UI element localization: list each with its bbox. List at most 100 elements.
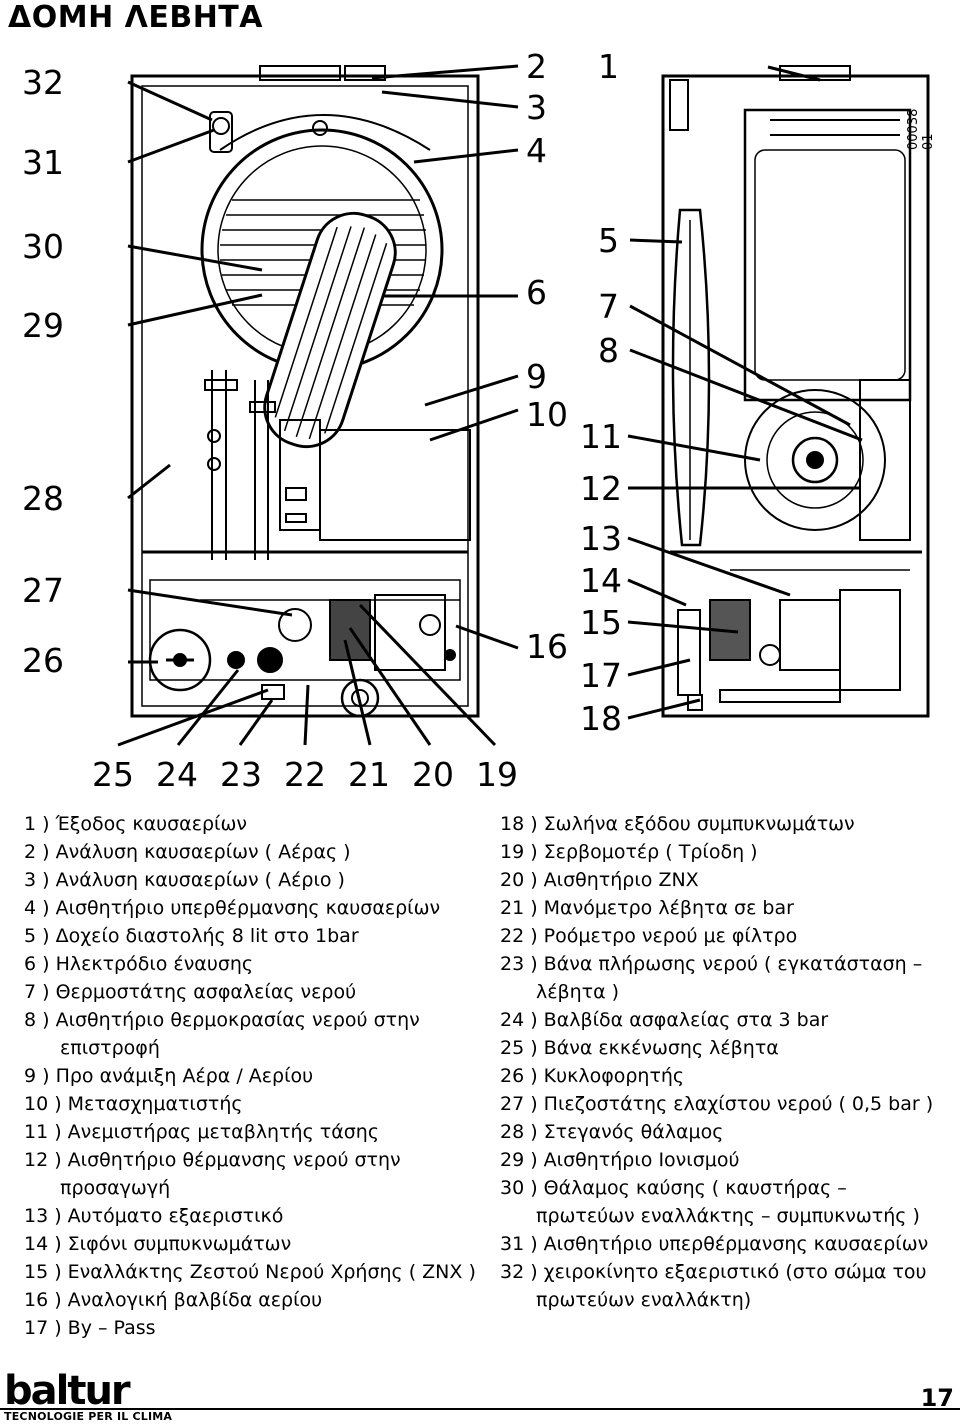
callout-4: 4 — [526, 131, 547, 170]
legend-item-text: 20 ) Αισθητήριο ΖΝΧ — [500, 869, 699, 891]
callout-23: 23 — [220, 755, 262, 794]
legend-item-text: 11 ) Ανεμιστήρας μεταβλητής τάσης — [24, 1121, 379, 1143]
callout-22: 22 — [284, 755, 326, 794]
legend-item-continuation: πρωτεύων εναλλάκτης – συμπυκνωτής ) — [536, 1205, 920, 1227]
callout-6: 6 — [526, 273, 547, 312]
legend-item-text: 10 ) Μετασχηματιστής — [24, 1093, 243, 1115]
legend-item-text: 12 ) Αισθητήριο θέρμανσης νερού στην — [24, 1149, 401, 1171]
legend-item: 27 ) Πιεζοστάτης ελαχίστου νερού ( 0,5 b… — [500, 1090, 955, 1118]
legend-item: 25 ) Βάνα εκκένωσης λέβητα — [500, 1034, 955, 1062]
callout-1: 1 — [598, 47, 619, 86]
callout-7: 7 — [598, 287, 619, 326]
callout-26: 26 — [22, 641, 64, 680]
legend-item: 32 ) χειροκίνητο εξαεριστικό (στο σώμα τ… — [500, 1258, 955, 1314]
page-title: ΔΟΜΗ ΛΕΒΗΤΑ — [8, 0, 263, 35]
baltur-logo: baltur — [4, 1368, 133, 1410]
legend-item: 30 ) Θάλαμος καύσης ( καυστήρας –πρωτεύω… — [500, 1174, 955, 1230]
legend-item: 29 ) Αισθητήριο Ιονισμού — [500, 1146, 955, 1174]
front-view — [130, 65, 480, 718]
brand-tagline: TECNOLOGIE PER IL CLIMA — [4, 1410, 173, 1423]
legend-item: 13 ) Αυτόματο εξαεριστικό — [24, 1202, 494, 1230]
legend-item: 9 ) Προ ανάμιξη Αέρα / Αερίου — [24, 1062, 494, 1090]
legend-item-text: 2 ) Ανάλυση καυσαερίων ( Αέρας ) — [24, 841, 351, 863]
legend-item-text: 7 ) Θερμοστάτης ασφαλείας νερού — [24, 981, 357, 1003]
callout-18: 18 — [580, 699, 622, 738]
legend-item-text: 18 ) Σωλήνα εξόδου συμπυκνωμάτων — [500, 813, 855, 835]
legend-item: 10 ) Μετασχηματιστής — [24, 1090, 494, 1118]
legend-item-continuation: λέβητα ) — [536, 981, 620, 1003]
callout-3: 3 — [526, 88, 547, 127]
legend-item: 17 ) By – Pass — [24, 1314, 494, 1342]
legend-item-text: 28 ) Στεγανός θάλαμος — [500, 1121, 724, 1143]
legend-item-text: 13 ) Αυτόματο εξαεριστικό — [24, 1205, 284, 1227]
legend-item-text: 24 ) Βαλβίδα ασφαλείας στα 3 bar — [500, 1009, 829, 1031]
legend-item: 5 ) Δοχείο διαστολής 8 lit στο 1bar — [24, 922, 494, 950]
legend-item: 20 ) Αισθητήριο ΖΝΧ — [500, 866, 955, 894]
legend-item: 6 ) Ηλεκτρόδιο έναυσης — [24, 950, 494, 978]
callout-24: 24 — [156, 755, 198, 794]
legend-item: 18 ) Σωλήνα εξόδου συμπυκνωμάτων — [500, 810, 955, 838]
legend-right-column: 18 ) Σωλήνα εξόδου συμπυκνωμάτων 19 ) Σερ… — [500, 810, 955, 1314]
legend-item-text: 32 ) χειροκίνητο εξαεριστικό (στο σώμα τ… — [500, 1261, 927, 1283]
callout-5: 5 — [598, 221, 619, 260]
footer-divider — [0, 1408, 960, 1410]
legend-item-text: 27 ) Πιεζοστάτης ελαχίστου νερού ( 0,5 b… — [500, 1093, 934, 1115]
callout-14: 14 — [580, 561, 622, 600]
legend-item-text: 17 ) By – Pass — [24, 1317, 156, 1339]
callout-11: 11 — [580, 417, 622, 456]
page-number: 17 — [920, 1384, 954, 1412]
callout-17: 17 — [580, 656, 622, 695]
legend-item: 7 ) Θερμοστάτης ασφαλείας νερού — [24, 978, 494, 1006]
legend-item-continuation: πρωτεύων εναλλάκτη) — [536, 1289, 752, 1311]
legend-item: 26 ) Κυκλοφορητής — [500, 1062, 955, 1090]
callout-8: 8 — [598, 331, 619, 370]
callout-2: 2 — [526, 47, 547, 86]
legend-item-text: 21 ) Μανόμετρο λέβητα σε bar — [500, 897, 794, 919]
svg-text:baltur: baltur — [4, 1368, 131, 1410]
leader-lines — [117, 64, 863, 747]
legend-item: 12 ) Αισθητήριο θέρμανσης νερού στην προσ… — [24, 1146, 494, 1202]
legend-item: 4 ) Αισθητήριο υπερθέρμανσης καυσαερίων — [24, 894, 494, 922]
legend-item: 8 ) Αισθητήριο θερμοκρασίας νερού στην επ… — [24, 1006, 494, 1062]
legend-item: 16 ) Αναλογική βαλβίδα αερίου — [24, 1286, 494, 1314]
legend-item: 19 ) Σερβομοτέρ ( Τρίοδη ) — [500, 838, 955, 866]
callout-31: 31 — [22, 143, 64, 182]
callout-16: 16 — [526, 627, 568, 666]
legend-item-text: 26 ) Κυκλοφορητής — [500, 1065, 685, 1087]
side-view — [661, 65, 930, 718]
legend-item: 1 ) Έξοδος καυσαερίων — [24, 810, 494, 838]
legend-item-text: 14 ) Σιφόνι συμπυκνωμάτων — [24, 1233, 292, 1255]
callout-10: 10 — [526, 395, 568, 434]
legend-item-text: 9 ) Προ ανάμιξη Αέρα / Αερίου — [24, 1065, 314, 1087]
legend-item: 23 ) Βάνα πλήρωσης νερού ( εγκατάσταση –… — [500, 950, 955, 1006]
legend-item-text: 6 ) Ηλεκτρόδιο έναυσης — [24, 953, 254, 975]
legend-item-text: 31 ) Αισθητήριο υπερθέρμανσης καυσαερίων — [500, 1233, 929, 1255]
legend-item-continuation: προσαγωγή — [60, 1177, 171, 1199]
document-code: 00038 01 — [906, 108, 936, 150]
legend-item-text: 8 ) Αισθητήριο θερμοκρασίας νερού στην — [24, 1009, 420, 1031]
legend-item-text: 25 ) Βάνα εκκένωσης λέβητα — [500, 1037, 779, 1059]
legend-item-text: 16 ) Αναλογική βαλβίδα αερίου — [24, 1289, 323, 1311]
legend-item: 31 ) Αισθητήριο υπερθέρμανσης καυσαερίων — [500, 1230, 955, 1258]
legend-item-text: 3 ) Ανάλυση καυσαερίων ( Αέριο ) — [24, 869, 345, 891]
legend-item: 15 ) Εναλλάκτης Ζεστού Νερού Χρήσης ( ΖΝ… — [24, 1258, 494, 1286]
callout-32: 32 — [22, 63, 64, 102]
legend-item: 22 ) Ροόμετρο νερού με φίλτρο — [500, 922, 955, 950]
legend-item: 28 ) Στεγανός θάλαμος — [500, 1118, 955, 1146]
legend-item: 24 ) Βαλβίδα ασφαλείας στα 3 bar — [500, 1006, 955, 1034]
legend-item-text: 19 ) Σερβομοτέρ ( Τρίοδη ) — [500, 841, 758, 863]
callout-12: 12 — [580, 469, 622, 508]
callout-15: 15 — [580, 603, 622, 642]
legend-item-text: 15 ) Εναλλάκτης Ζεστού Νερού Χρήσης ( ΖΝ… — [24, 1261, 476, 1283]
callout-27: 27 — [22, 571, 64, 610]
legend-item-text: 29 ) Αισθητήριο Ιονισμού — [500, 1149, 740, 1171]
legend-item-text: 22 ) Ροόμετρο νερού με φίλτρο — [500, 925, 798, 947]
legend-item-text: 23 ) Βάνα πλήρωσης νερού ( εγκατάσταση – — [500, 953, 923, 975]
callout-19: 19 — [476, 755, 518, 794]
legend-item-continuation: επιστροφή — [60, 1037, 160, 1059]
callout-28: 28 — [22, 479, 64, 518]
callout-25: 25 — [92, 755, 134, 794]
callout-21: 21 — [348, 755, 390, 794]
callout-29: 29 — [22, 306, 64, 345]
legend-item: 2 ) Ανάλυση καυσαερίων ( Αέρας ) — [24, 838, 494, 866]
